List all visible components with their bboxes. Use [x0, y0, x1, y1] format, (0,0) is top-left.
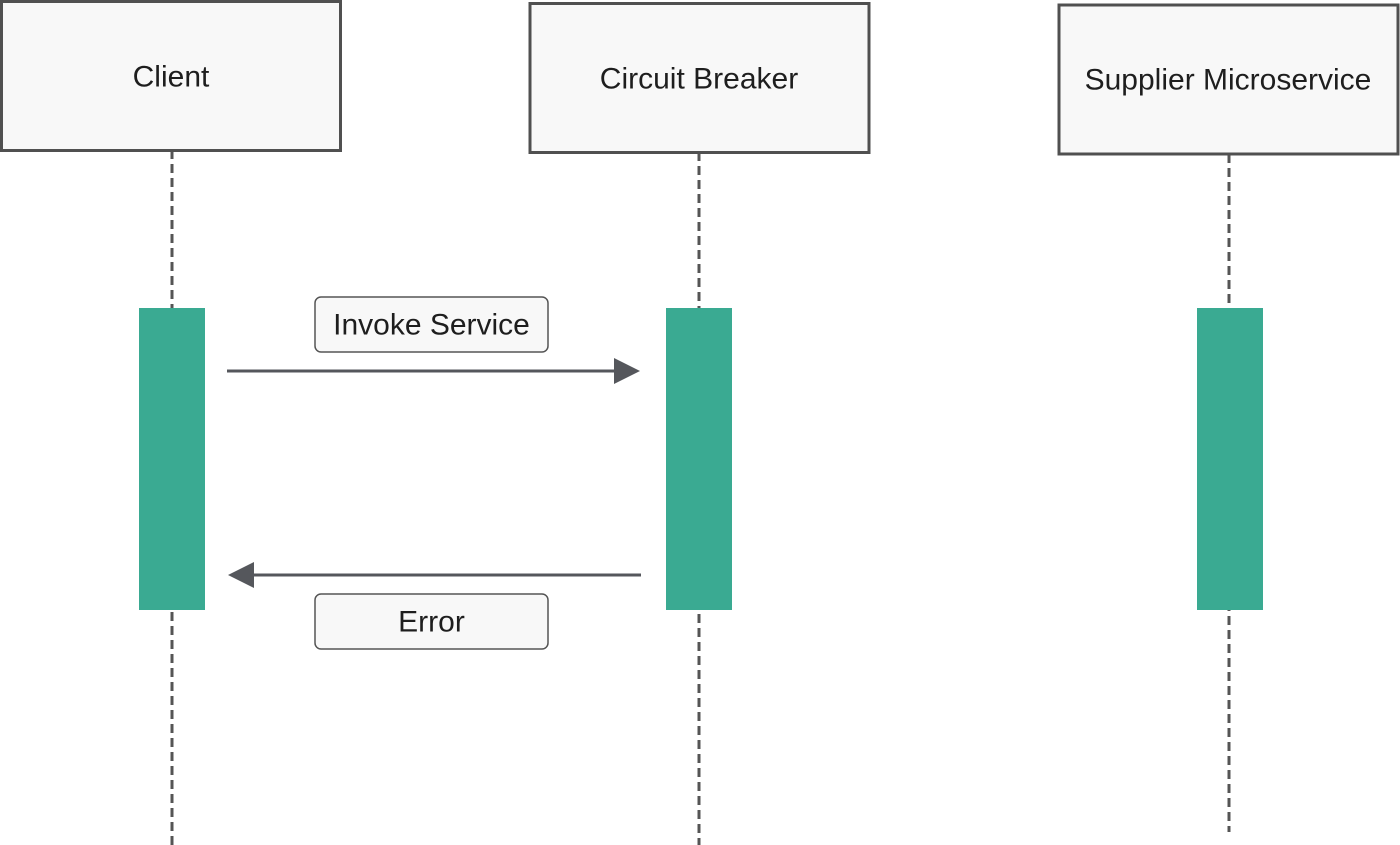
message-invoke-service-label-box	[314, 296, 549, 353]
message-invoke-service: Invoke Service	[227, 296, 640, 384]
message-error-label-box	[314, 593, 549, 650]
participant-client: Client	[0, 0, 342, 152]
message-error-label: Error	[398, 606, 465, 639]
participant-supplier-microservice: Supplier Microservice	[1057, 3, 1400, 156]
arrowhead-right-icon	[614, 358, 640, 384]
message-invoke-service-label: Invoke Service	[333, 309, 530, 342]
participant-client-label: Client	[133, 61, 210, 94]
participant-circuit-breaker: Circuit Breaker	[528, 2, 871, 154]
activation-bar-client	[139, 308, 205, 610]
activation-bar-supplier-microservice	[1197, 308, 1263, 610]
participant-circuit-breaker-box	[528, 2, 871, 154]
participant-supplier-microservice-label: Supplier Microservice	[1085, 64, 1372, 97]
participant-circuit-breaker-label: Circuit Breaker	[600, 63, 798, 96]
activation-bar-circuit-breaker	[666, 308, 732, 610]
arrowhead-left-icon	[228, 562, 254, 588]
participant-client-box	[0, 0, 342, 152]
message-error: Error	[228, 562, 641, 650]
participant-supplier-microservice-box	[1057, 3, 1400, 156]
